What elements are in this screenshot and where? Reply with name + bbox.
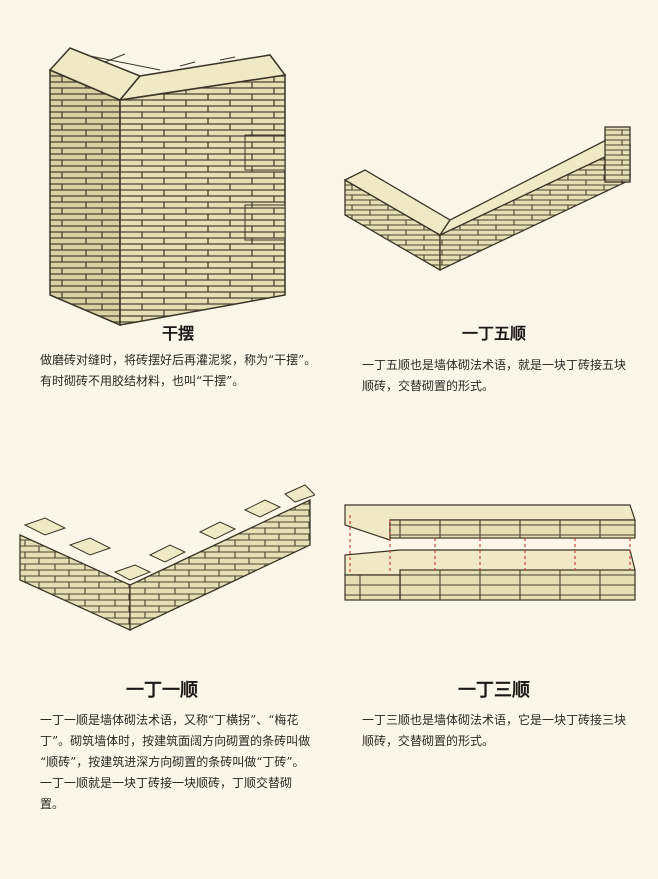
yiding-wushun-title: 一丁五顺 [462,324,527,343]
yiding-sanshun-line-1: 一丁三顺也是墙体砌法术语，它是一块丁砖接三块 [362,713,627,727]
yiding-yishun-title: 一丁一顺 [126,680,198,701]
yiding-wushun-line-2: 顺砖，交替砌置的形式。 [362,379,495,393]
yiding-yishun-illustration [19,484,315,632]
ganbai-description: 做磨砖对缝时，将砖摆好后再灌泥浆，称为“干摆”。 有时砌砖不用胶结材料，也叫“干… [40,350,330,392]
yiding-sanshun-line-2: 顺砖，交替砌置的形式。 [362,734,495,748]
yiding-yishun-line-3: “顺砖”，按建筑进深方向砌置的条砖叫做“丁砖”。 [40,755,305,769]
yiding-wushun-description: 一丁五顺也是墙体砌法术语，就是一块丁砖接五块 顺砖，交替砌置的形式。 [362,355,647,397]
yiding-yishun-line-2: 丁”。砌筑墙体时，按建筑面阔方向砌置的条砖叫做 [40,734,311,748]
yiding-yishun-line-4: 一丁一顺就是一块丁砖接一块顺砖，丁顺交替砌 [40,776,293,790]
yiding-sanshun-illustration [344,504,636,601]
ganbai-line-2: 有时砌砖不用胶结材料，也叫“干摆”。 [40,374,245,388]
ganbai-line-1: 做磨砖对缝时，将砖摆好后再灌泥浆，称为“干摆”。 [40,353,317,367]
yiding-yishun-description: 一丁一顺是墙体砌法术语，又称“丁横拐”、“梅花 丁”。砌筑墙体时，按建筑面阔方向… [40,710,330,815]
yiding-wushun-illustration [343,126,632,272]
yiding-yishun-line-5: 置。 [40,797,65,811]
ganbai-title: 干摆 [162,324,195,343]
yiding-sanshun-title: 一丁三顺 [458,680,530,701]
yiding-yishun-line-1: 一丁一顺是墙体砌法术语，又称“丁横拐”、“梅花 [40,713,299,727]
yiding-wushun-line-1: 一丁五顺也是墙体砌法术语，就是一块丁砖接五块 [362,358,627,372]
guide-lines [349,515,631,575]
yiding-sanshun-description: 一丁三顺也是墙体砌法术语，它是一块丁砖接三块 顺砖，交替砌置的形式。 [362,710,647,752]
ganbai-illustration [48,47,287,327]
